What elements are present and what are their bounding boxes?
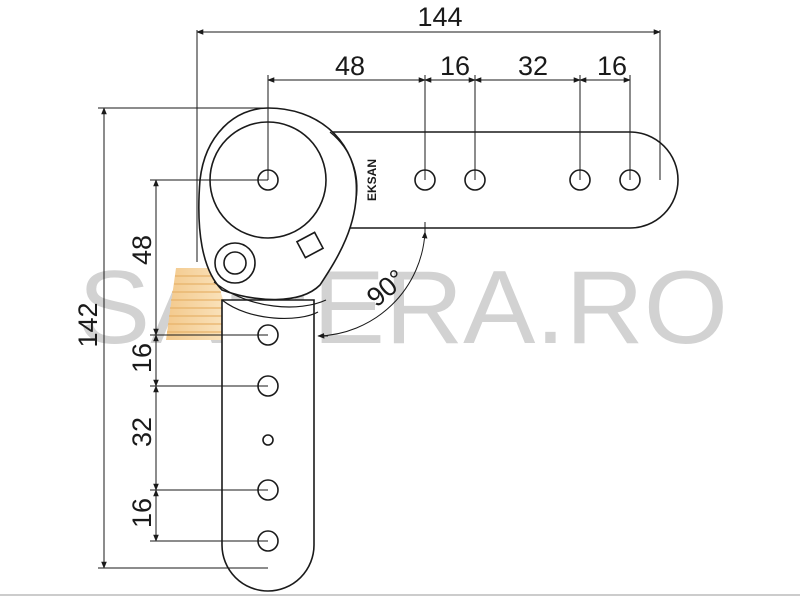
- dim-left-48: 48: [127, 235, 157, 265]
- dim-top-16a: 16: [440, 51, 470, 81]
- pivot-outer-contour: [329, 131, 358, 201]
- dim-left-16a: 16: [127, 343, 157, 373]
- small-hole: [262, 434, 274, 446]
- dim-top-48: 48: [335, 51, 365, 81]
- dim-overall-height: 142: [73, 302, 103, 347]
- pivot-lower-curve-2: [221, 299, 319, 319]
- brand-label: EKSAN: [365, 159, 379, 201]
- dim-top-32: 32: [518, 51, 548, 81]
- dimension-lines: [98, 29, 661, 569]
- pivot-lower-curve: [213, 281, 327, 308]
- dim-left-16b: 16: [127, 498, 157, 528]
- small-pivot-hole: [223, 251, 247, 275]
- dim-overall-width: 144: [417, 2, 462, 32]
- horizontal-arm: [329, 131, 679, 229]
- dim-left-32: 32: [127, 417, 157, 447]
- dim-top-16b: 16: [597, 51, 627, 81]
